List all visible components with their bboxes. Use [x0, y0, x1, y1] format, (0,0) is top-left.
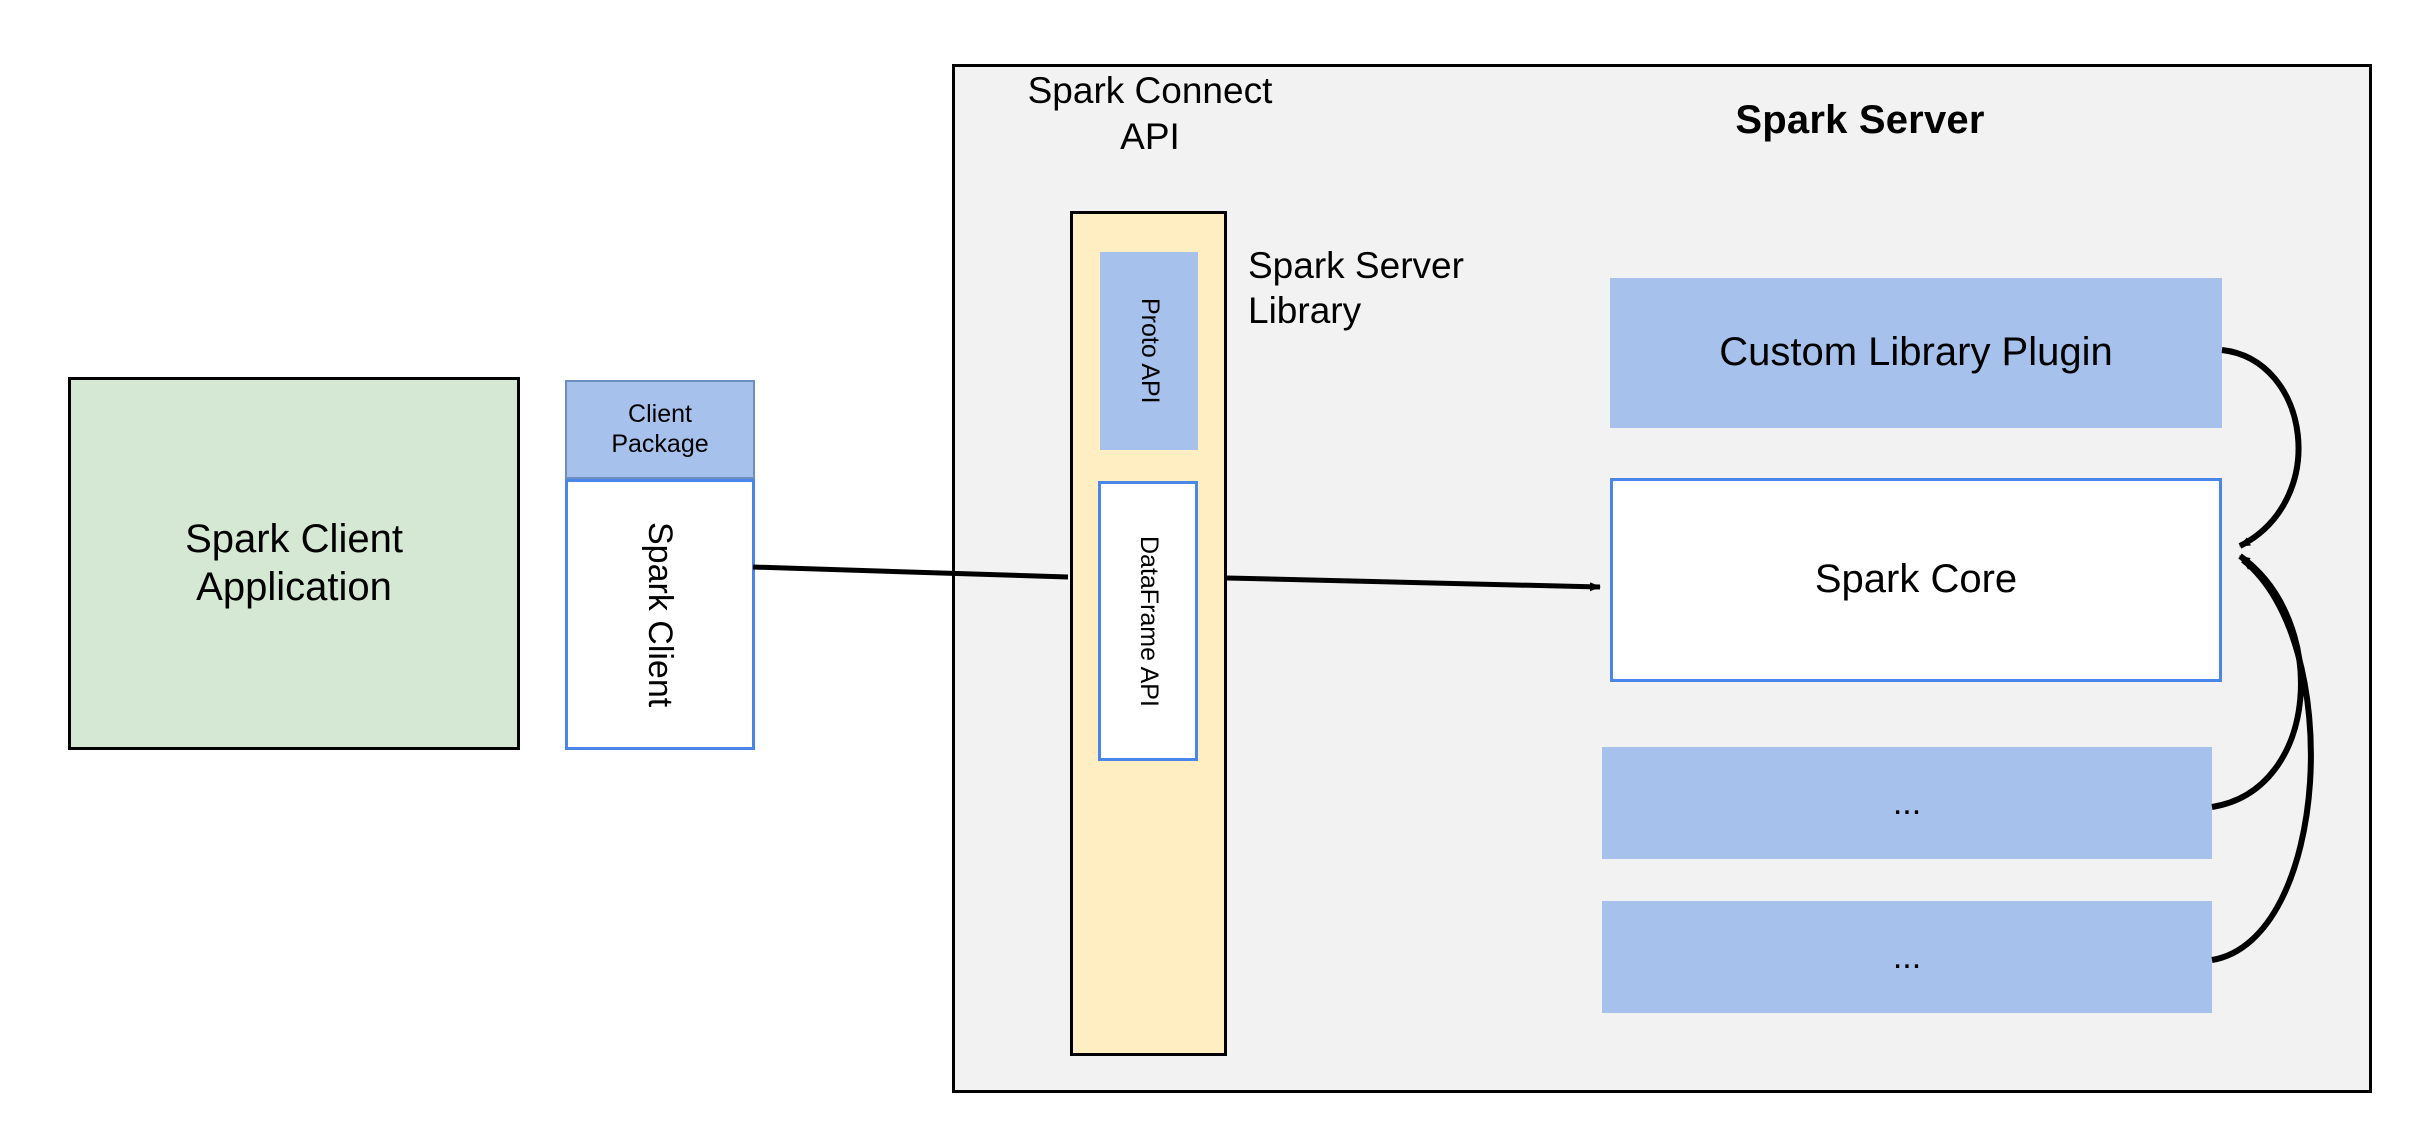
- custom-library-plugin-label: Custom Library Plugin: [1719, 330, 2113, 375]
- dataframe-api-label: DataFrame API: [1134, 535, 1163, 707]
- dataframe-api-box: DataFrame API: [1098, 481, 1198, 761]
- ellipsis-one-label: ...: [1892, 783, 1922, 822]
- custom-library-plugin-box: Custom Library Plugin: [1610, 278, 2222, 428]
- ellipsis-box-one: ...: [1602, 747, 2212, 859]
- spark-client-box: Spark Client: [565, 479, 755, 750]
- spark-core-box: Spark Core: [1610, 478, 2222, 682]
- spark-client-label: Spark Client: [641, 521, 680, 708]
- proto-api-label: Proto API: [1135, 298, 1164, 404]
- proto-api-box: Proto API: [1100, 252, 1198, 450]
- spark-core-label: Spark Core: [1814, 557, 2018, 602]
- ellipsis-box-two: ...: [1602, 901, 2212, 1013]
- spark-server-title: Spark Server: [1735, 98, 1985, 142]
- ellipsis-two-label: ...: [1892, 937, 1922, 976]
